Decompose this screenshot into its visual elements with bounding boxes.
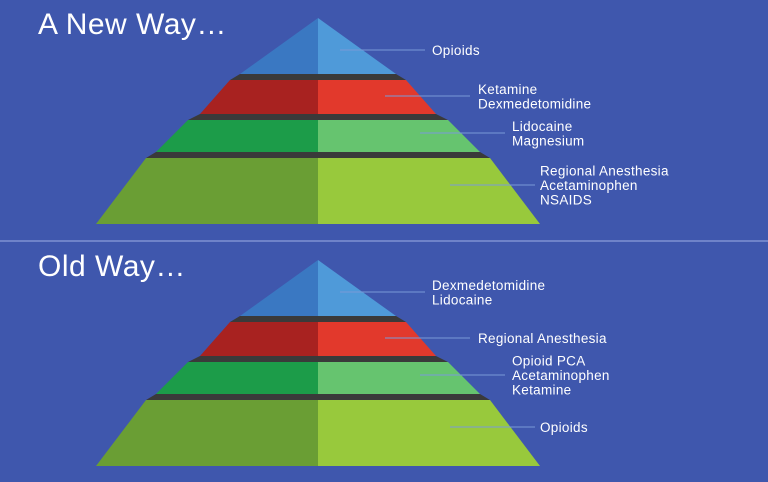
- panel-divider: [0, 240, 768, 242]
- new-way-tier-2-label-0: Lidocaine: [512, 119, 573, 134]
- new-way-tier-1-left-face: [200, 80, 318, 114]
- new-way-tier-2-right-face: [318, 120, 480, 152]
- old-way-spacer-2: [146, 394, 490, 400]
- new-way-pyramid: OpioidsKetamineDexmedetomidineLidocaineM…: [96, 18, 669, 224]
- new-way-tier-3-right-face: [318, 158, 540, 224]
- old-way-tier-0-left-face: [240, 260, 318, 316]
- old-way-spacer-0: [230, 316, 406, 322]
- new-way-tier-0-label-0: Opioids: [432, 43, 480, 58]
- new-way-tier-0-left-face: [240, 18, 318, 74]
- old-way-tier-0-right-face: [318, 260, 396, 316]
- old-way-tier-1-left-face: [200, 322, 318, 356]
- new-way-spacer-2: [146, 152, 490, 158]
- old-way-tier-1-right-face: [318, 322, 436, 356]
- old-way-tier-2-right-face: [318, 362, 480, 394]
- new-way-tier-3-label-2: NSAIDS: [540, 193, 592, 208]
- old-way-tier-3-left-face: [96, 400, 318, 466]
- new-way-tier-1-label-1: Dexmedetomidine: [478, 96, 591, 111]
- new-way-tier-1-right-face: [318, 80, 436, 114]
- old-way-tier-3-label-0: Opioids: [540, 420, 588, 435]
- old-way-tier-2-label-0: Opioid PCA: [512, 354, 586, 369]
- old-way-title: Old Way…: [38, 250, 186, 283]
- old-way-tier-0-label-1: Lidocaine: [432, 292, 493, 307]
- old-way-tier-2-left-face: [156, 362, 318, 394]
- old-way-tier-3-right-face: [318, 400, 540, 466]
- old-way-tier-0-label-0: Dexmedetomidine: [432, 278, 545, 293]
- old-way-tier-1-label-0: Regional Anesthesia: [478, 331, 607, 346]
- new-way-title: A New Way…: [38, 8, 227, 41]
- old-way-spacer-1: [188, 356, 448, 362]
- new-way-spacer-1: [188, 114, 448, 120]
- new-way-tier-0-right-face: [318, 18, 396, 74]
- new-way-tier-3-label-0: Regional Anesthesia: [540, 164, 669, 179]
- new-way-tier-1-label-0: Ketamine: [478, 82, 537, 97]
- new-way-tier-3-label-1: Acetaminophen: [540, 178, 638, 193]
- new-way-tier-3-left-face: [96, 158, 318, 224]
- new-way-tier-2-left-face: [156, 120, 318, 152]
- new-way-tier-2-label-1: Magnesium: [512, 133, 584, 148]
- new-way-spacer-0: [230, 74, 406, 80]
- old-way-tier-2-label-1: Acetaminophen: [512, 368, 610, 383]
- old-way-tier-2-label-2: Ketamine: [512, 383, 571, 398]
